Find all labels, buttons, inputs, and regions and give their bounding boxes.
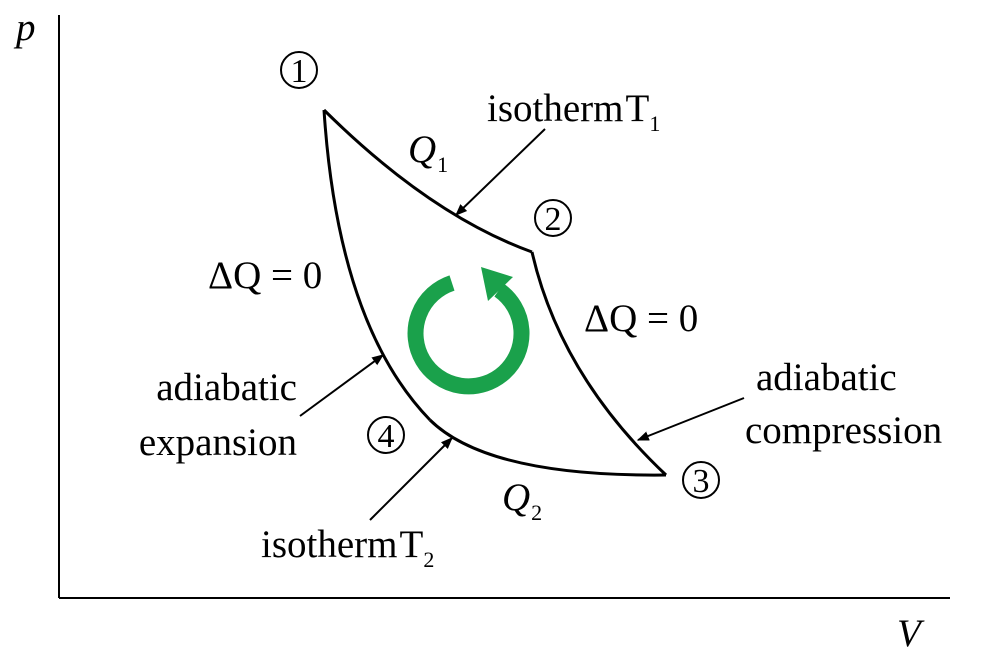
- state-3-marker: 3: [682, 461, 720, 500]
- adiabatic-compression-line2: compression: [745, 409, 942, 452]
- adiabatic-expansion-pointer: [299, 354, 384, 417]
- isotherm-t2-label: isothermT2: [261, 523, 434, 572]
- state-3-label: 3: [693, 463, 710, 500]
- x-axis-label: V: [897, 612, 925, 653]
- q1-label: Q1: [408, 128, 448, 177]
- adiabatic-compression-pointer: [636, 397, 745, 441]
- state-2-label: 2: [545, 201, 562, 238]
- adiabatic-compression-line1: adiabatic: [756, 356, 897, 399]
- state-4-label: 4: [378, 418, 395, 455]
- isotherm-t1-label: isothermT1: [487, 87, 660, 136]
- adiabatic-compression-curve: [530, 251, 668, 477]
- y-axis-label: p: [13, 6, 36, 49]
- adiabatic-expansion-line2: expansion: [139, 421, 297, 464]
- delta-q-right-label: ΔQ = 0: [584, 297, 698, 340]
- q2-label: Q2: [502, 476, 542, 525]
- delta-q-left-label: ΔQ = 0: [208, 254, 322, 297]
- isotherm-t2-pointer: [369, 437, 453, 521]
- adiabatic-expansion-curve: [322, 109, 432, 422]
- clockwise-cycle-arrow-icon: [407, 267, 530, 395]
- adiabatic-expansion-line1: adiabatic: [156, 366, 297, 409]
- state-2-marker: 2: [534, 199, 572, 238]
- state-4-marker: 4: [367, 416, 405, 455]
- state-1-marker: 1: [280, 51, 318, 90]
- isotherm-t1-pointer: [455, 128, 546, 216]
- isotherm-t1-curve: [322, 108, 533, 254]
- state-1-label: 1: [291, 53, 308, 90]
- isotherm-t2-curve: [428, 418, 667, 477]
